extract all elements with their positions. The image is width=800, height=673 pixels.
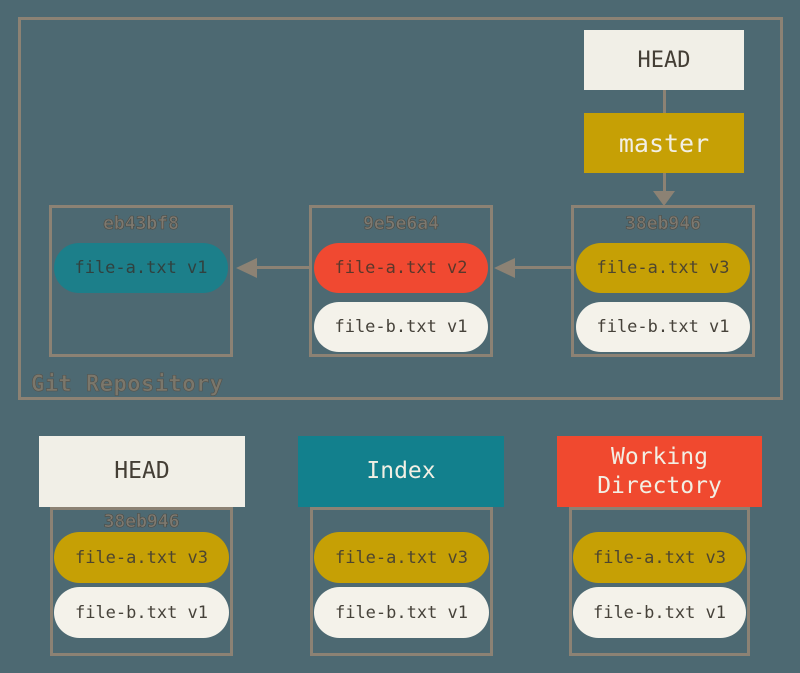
file-version-pill: file-a.txt v3 (54, 532, 229, 583)
commit-box-eb43bf8: eb43bf8 file-a.txt v1 (49, 205, 233, 357)
arrow-left-icon (236, 258, 257, 278)
commit-hash-label: 9e5e6a4 (363, 213, 439, 235)
arrow-left-icon (494, 258, 515, 278)
git-repository-label: Git Repository (31, 372, 224, 398)
master-branch-node: master (584, 113, 744, 173)
file-version-pill: file-a.txt v1 (54, 243, 228, 293)
file-version-pill: file-b.txt v1 (573, 587, 746, 638)
parent-commit-arrow-line (513, 266, 571, 269)
head-pointer-node: HEAD (584, 30, 744, 90)
commit-hash-label: 38eb946 (103, 511, 180, 533)
arrow-down-icon (653, 191, 675, 206)
file-version-pill: file-a.txt v3 (573, 532, 746, 583)
commit-box-9e5e6a4: 9e5e6a4 file-a.txt v2 file-b.txt v1 (309, 205, 493, 357)
parent-commit-arrow-line (254, 266, 309, 269)
master-to-commit-connector (663, 173, 666, 193)
working-directory-tree-header: Working Directory (557, 436, 762, 507)
git-repository-box: Git Repository (18, 17, 783, 400)
file-version-pill: file-b.txt v1 (314, 302, 488, 352)
file-version-pill: file-b.txt v1 (576, 302, 750, 352)
index-tree-box: file-a.txt v3 file-b.txt v1 (310, 507, 493, 656)
commit-hash-label: 38eb946 (625, 213, 701, 235)
head-tree-box: 38eb946 file-a.txt v3 file-b.txt v1 (50, 507, 233, 656)
file-version-pill: file-a.txt v3 (576, 243, 750, 293)
commit-box-38eb946: 38eb946 file-a.txt v3 file-b.txt v1 (571, 205, 755, 357)
file-version-pill: file-b.txt v1 (54, 587, 229, 638)
head-tree-header: HEAD (39, 436, 245, 507)
head-to-master-connector (663, 90, 666, 113)
working-directory-tree-box: file-a.txt v3 file-b.txt v1 (569, 507, 750, 656)
commit-hash-label: eb43bf8 (103, 213, 179, 235)
file-version-pill: file-a.txt v2 (314, 243, 488, 293)
file-version-pill: file-a.txt v3 (314, 532, 489, 583)
file-version-pill: file-b.txt v1 (314, 587, 489, 638)
index-tree-header: Index (298, 436, 504, 507)
